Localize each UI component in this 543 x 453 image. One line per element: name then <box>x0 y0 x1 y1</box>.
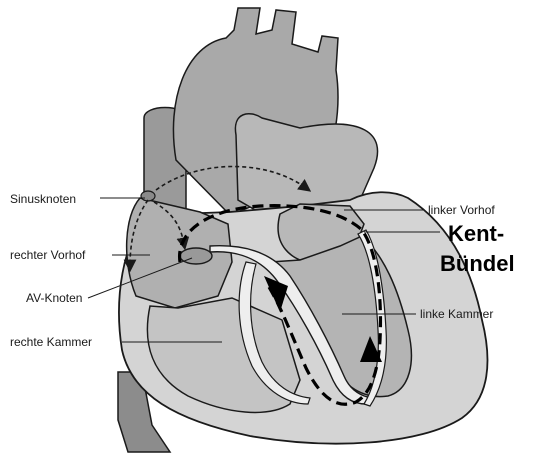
sinus-node-mark <box>141 191 155 201</box>
label-linker-vorhof: linker Vorhof <box>428 203 495 217</box>
label-av-knoten: AV-Knoten <box>26 291 82 305</box>
label-linke-kammer: linke Kammer <box>420 307 493 321</box>
label-sinusknoten: Sinusknoten <box>10 192 76 206</box>
av-node-mark <box>180 248 212 264</box>
label-kent-line1: Kent- <box>448 222 504 246</box>
label-rechte-kammer: rechte Kammer <box>10 335 92 349</box>
label-rechter-vorhof: rechter Vorhof <box>10 248 85 262</box>
label-kent-line2: Bündel <box>440 252 515 276</box>
